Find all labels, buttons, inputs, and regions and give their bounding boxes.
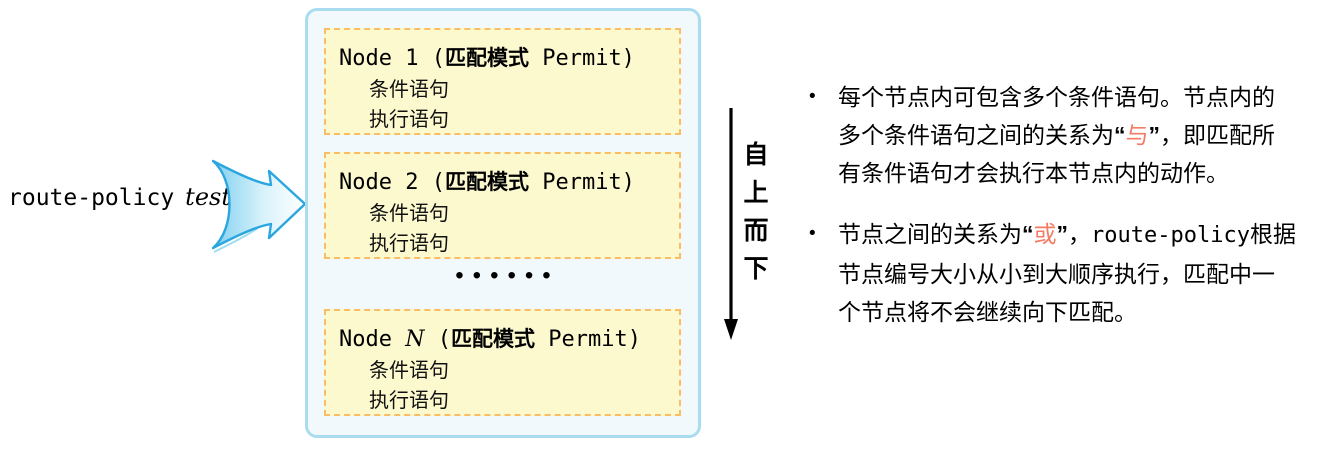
node-box-1: Node 1 (匹配模式 Permit) 条件语句 执行语句 bbox=[324, 28, 681, 135]
node-action-row: 执行语句 bbox=[369, 390, 449, 412]
bullet-icon: • bbox=[809, 223, 816, 244]
direction-char: 自 bbox=[743, 141, 769, 169]
right-arrow-icon bbox=[211, 156, 308, 254]
route-policy-container: Node 1 (匹配模式 Permit) 条件语句 执行语句 Node 2 (匹… bbox=[305, 8, 701, 438]
note-line: 个节点将不会继续向下匹配。 bbox=[838, 299, 1137, 325]
direction-char: 下 bbox=[743, 255, 769, 283]
note-line: 节点之间的关系为“或”，route-policy根据 bbox=[838, 221, 1296, 248]
node-condition-row: 条件语句 bbox=[369, 79, 449, 101]
note-line: 节点编号大小从小到大顺序执行，匹配中一 bbox=[838, 261, 1275, 287]
down-arrow-icon bbox=[724, 108, 738, 340]
node-box-n: Node N (匹配模式 Permit) 条件语句 执行语句 bbox=[324, 309, 681, 416]
node-condition-row: 条件语句 bbox=[369, 360, 449, 382]
node-action-row: 执行语句 bbox=[369, 109, 449, 131]
policy-label: route-policy test bbox=[8, 183, 231, 211]
note-body: 每个节点内可包含多个条件语句。节点内的 多个条件语句之间的关系为“与”，即匹配所… bbox=[838, 78, 1275, 192]
node-condition-row: 条件语句 bbox=[369, 203, 449, 225]
policy-argument: test bbox=[185, 183, 231, 211]
node-title: Node N (匹配模式 Permit) bbox=[339, 327, 641, 352]
node-box-2: Node 2 (匹配模式 Permit) 条件语句 执行语句 bbox=[324, 152, 681, 259]
node-title: Node 2 (匹配模式 Permit) bbox=[339, 170, 635, 195]
bullet-icon: • bbox=[809, 86, 816, 107]
note-line: 有条件语句才会执行本节点内的动作。 bbox=[838, 160, 1229, 186]
note-item: • 节点之间的关系为“或”，route-policy根据 节点编号大小从小到大顺… bbox=[800, 215, 1296, 331]
direction-char: 而 bbox=[743, 217, 769, 245]
top-to-bottom-flow: 自 上 而 下 bbox=[722, 106, 782, 346]
direction-label: 自 上 而 下 bbox=[742, 136, 770, 288]
note-body: 节点之间的关系为“或”，route-policy根据 节点编号大小从小到大顺序执… bbox=[838, 215, 1296, 331]
nodes-ellipsis: •••••• bbox=[455, 262, 560, 289]
direction-char: 上 bbox=[743, 179, 769, 207]
policy-command: route-policy bbox=[8, 185, 175, 211]
note-line: 多个条件语句之间的关系为“与”，即匹配所 bbox=[838, 122, 1275, 148]
node-action-row: 执行语句 bbox=[369, 233, 449, 255]
note-line: 每个节点内可包含多个条件语句。节点内的 bbox=[838, 84, 1275, 110]
note-item: • 每个节点内可包含多个条件语句。节点内的 多个条件语句之间的关系为“与”，即匹… bbox=[800, 78, 1275, 192]
node-title: Node 1 (匹配模式 Permit) bbox=[339, 46, 635, 71]
